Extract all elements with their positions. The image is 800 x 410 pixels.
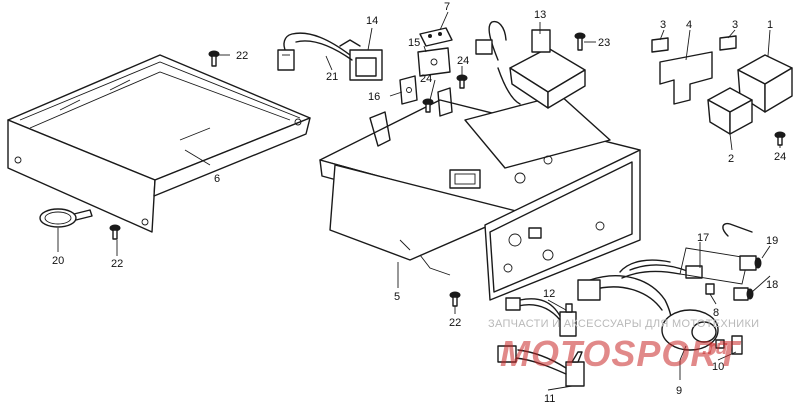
bulb-part-18: [733, 287, 754, 301]
connector-harness-part-9: [577, 259, 719, 351]
callout-21: 21: [326, 71, 338, 83]
chassis-part-5: [319, 87, 641, 301]
pad-part-3-right: [719, 35, 737, 51]
callout-10: 10: [712, 361, 724, 373]
switch-part-1: [737, 54, 793, 113]
relay-part-7: [419, 27, 453, 47]
callout-3-right: 3: [732, 19, 738, 31]
callout-4: 4: [686, 19, 692, 31]
callout-23: 23: [598, 37, 610, 49]
callout-13: 13: [534, 9, 546, 21]
callout-22-bottom: 22: [449, 317, 461, 329]
callout-15: 15: [408, 37, 420, 49]
callout-labels: 22 6 20 22 14 21 7 15 16 24 24 13 23 3 4…: [52, 1, 786, 405]
screw-part-24-b: [422, 98, 434, 113]
screw-part-23: [574, 32, 586, 51]
callout-16: 16: [368, 91, 380, 103]
pad-part-3-left: [651, 37, 669, 53]
harness-part-21: [277, 32, 353, 71]
watermark-tagline: ЗАПЧАСТИ И АКСЕССУАРЫ ДЛЯ МОТОТЕХНИКИ: [488, 318, 760, 330]
callout-18: 18: [766, 279, 778, 291]
switch-part-2: [707, 87, 753, 135]
callout-2: 2: [728, 153, 734, 165]
bracket-part-15: [417, 47, 451, 77]
callout-24-a: 24: [457, 55, 469, 67]
callout-6: 6: [214, 173, 220, 185]
harness-part-17: [679, 247, 749, 285]
callout-20: 20: [52, 255, 64, 267]
callout-22-top: 22: [236, 50, 248, 62]
watermark-domain: .ru: [702, 337, 728, 359]
cover-plate-part-6: [7, 54, 311, 233]
control-unit-part-13: [475, 20, 586, 109]
callout-14: 14: [366, 15, 378, 27]
switch-part-12: [505, 297, 577, 337]
socket-part-19: [722, 222, 762, 271]
leader-lines: [57, 11, 781, 391]
screw-part-24-a: [456, 74, 468, 89]
switch-part-11: [497, 345, 585, 387]
callout-7: 7: [444, 1, 450, 13]
callout-8: 8: [713, 307, 719, 319]
callout-24-b: 24: [420, 73, 432, 85]
callout-9: 9: [676, 385, 682, 397]
callout-22-left: 22: [111, 258, 123, 270]
callout-11: 11: [544, 393, 555, 405]
clamp-part-20: [39, 208, 93, 228]
screw-part-22-top: [208, 50, 220, 67]
relay-part-14: [339, 39, 383, 81]
callout-19: 19: [766, 235, 778, 247]
bracket-part-16: [399, 75, 418, 105]
callout-17: 17: [697, 232, 709, 244]
callout-3-left: 3: [660, 19, 666, 31]
screw-part-24-c: [774, 131, 786, 146]
callout-1: 1: [767, 19, 773, 31]
bulb-part-8: [629, 264, 715, 295]
lamp-part-10: [715, 335, 743, 355]
screw-part-22-left: [109, 224, 121, 240]
screw-part-22-bottom: [449, 291, 461, 307]
callout-5: 5: [394, 291, 400, 303]
bracket-part-4: [659, 51, 713, 105]
callout-24-c: 24: [774, 151, 786, 163]
callout-12: 12: [543, 288, 555, 300]
watermark-logo: MOTOSPORT: [500, 333, 740, 374]
